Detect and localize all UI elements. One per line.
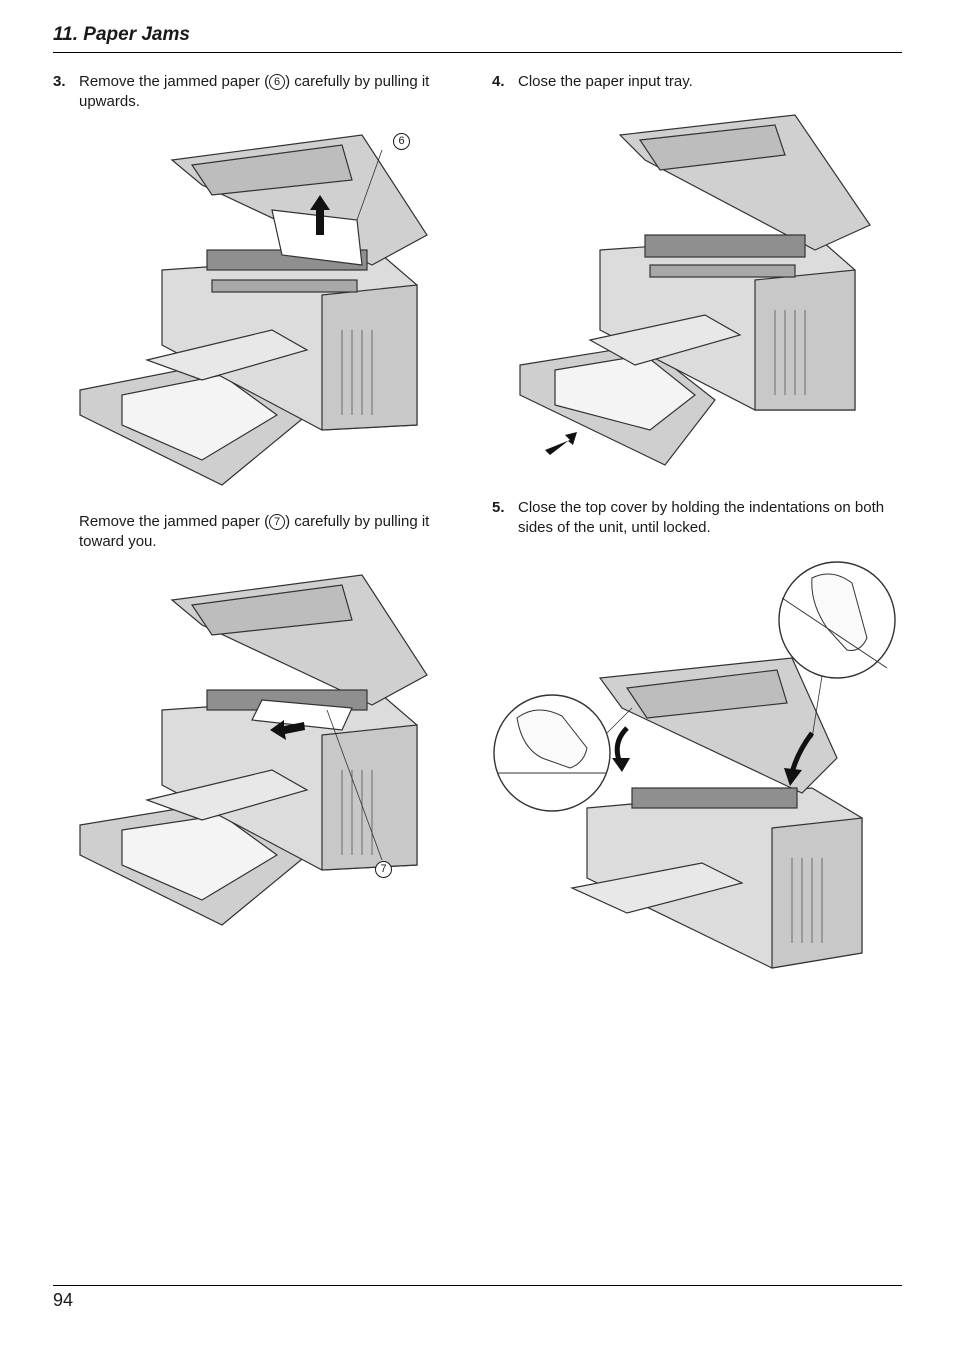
- step-3-continued: Remove the jammed paper (7) carefully by…: [79, 512, 474, 552]
- header-rule: [53, 52, 902, 53]
- section-title: 11. Paper Jams: [53, 24, 190, 45]
- arrow-left-icon: [270, 720, 305, 740]
- arrow-up-icon: [310, 195, 330, 235]
- step-text: Close the top cover by holding the inden…: [518, 499, 885, 536]
- ref-badge: 7: [269, 514, 286, 530]
- printer-illustration-close-tray: [519, 114, 871, 466]
- arrow-down-curved-icon: [784, 731, 815, 786]
- printer-illustration-paper-up: [79, 134, 428, 486]
- footer-rule: [53, 1285, 902, 1286]
- printer-illustration-close-cover: [493, 561, 896, 969]
- arrow-right-icon: [545, 432, 577, 455]
- step-text: Close the paper input tray.: [518, 73, 693, 90]
- arrow-down-curved-icon: [612, 726, 630, 772]
- page-number: 94: [53, 1290, 74, 1310]
- printer-illustration-paper-toward: [79, 574, 428, 926]
- step-text-part: ) carefully by pulling it upwards.: [79, 73, 430, 110]
- ref-badge: 6: [269, 74, 286, 90]
- step-number: 4.: [492, 73, 505, 90]
- hand-icon: [778, 561, 896, 679]
- step-text-part: Remove the jammed paper (: [79, 73, 270, 90]
- callout-7: 7: [375, 861, 392, 878]
- hand-icon: [493, 694, 611, 812]
- step-number: 5.: [492, 499, 505, 516]
- callout-6: 6: [393, 133, 410, 150]
- step-number: 3.: [53, 73, 66, 90]
- step-text-part: ) carefully by pulling it toward you.: [79, 513, 430, 550]
- step-text: Remove the jammed paper (6) carefully by…: [79, 72, 474, 112]
- step-text-part: Remove the jammed paper (: [79, 513, 270, 530]
